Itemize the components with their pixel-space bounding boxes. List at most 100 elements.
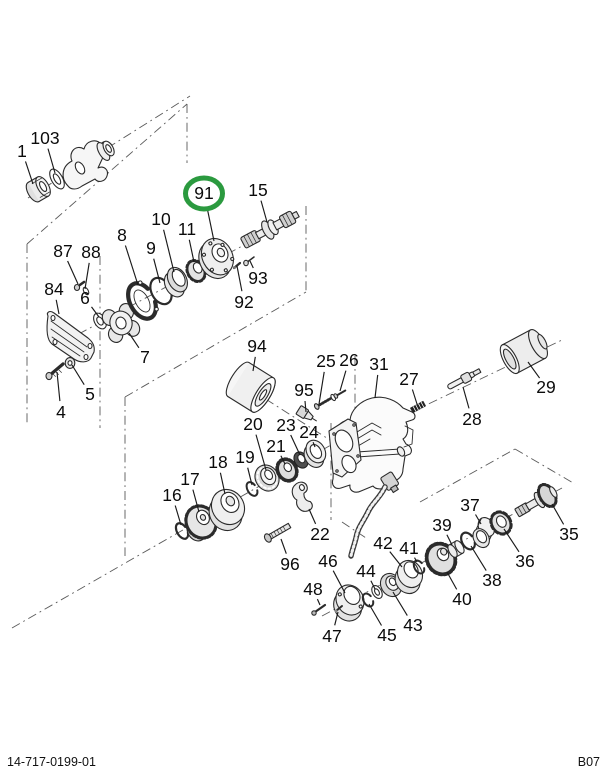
part-88-washer bbox=[82, 286, 90, 296]
part-1-nut bbox=[25, 176, 51, 203]
callout-label-39: 39 bbox=[432, 515, 451, 535]
callout-label-26: 26 bbox=[339, 350, 358, 370]
part-36-bearing bbox=[489, 510, 513, 536]
callout-label-84: 84 bbox=[44, 279, 64, 299]
leader-line bbox=[462, 386, 470, 409]
part-18-drum bbox=[208, 488, 246, 532]
callout-label-11: 11 bbox=[178, 219, 196, 239]
callout-48: 48 bbox=[303, 579, 323, 606]
callout-label-27: 27 bbox=[399, 369, 418, 389]
callout-label-94: 94 bbox=[247, 336, 267, 356]
callout-6: 6 bbox=[80, 288, 100, 318]
callout-11: 11 bbox=[178, 219, 196, 263]
callout-label-47: 47 bbox=[322, 626, 341, 646]
part-47-pin bbox=[334, 605, 343, 613]
leader-line bbox=[389, 551, 403, 568]
callout-87: 87 bbox=[53, 241, 79, 285]
part-48-screw bbox=[311, 603, 327, 616]
callout-label-96: 96 bbox=[280, 554, 299, 574]
callout-label-37: 37 bbox=[460, 495, 479, 515]
part-91-flange bbox=[198, 237, 235, 280]
leader-line bbox=[153, 258, 161, 284]
callout-label-48: 48 bbox=[303, 579, 322, 599]
callout-17: 17 bbox=[180, 469, 200, 513]
callout-39: 39 bbox=[432, 515, 453, 546]
part-103-washer bbox=[49, 168, 65, 190]
leader-line bbox=[304, 400, 307, 413]
leader-line bbox=[124, 245, 139, 286]
part-24-ring bbox=[303, 439, 327, 468]
part-8-retainer bbox=[126, 280, 159, 321]
leader-line bbox=[236, 265, 243, 292]
leader-line bbox=[207, 210, 215, 242]
leader-line bbox=[370, 580, 376, 590]
leader-line bbox=[67, 260, 79, 285]
callout-22: 22 bbox=[308, 508, 330, 544]
part-84-bracket bbox=[46, 311, 95, 363]
callout-label-35: 35 bbox=[559, 524, 578, 544]
leader-line bbox=[475, 514, 482, 525]
part-46-cap bbox=[333, 584, 365, 622]
callout-label-8: 8 bbox=[117, 225, 127, 245]
callout-label-17: 17 bbox=[180, 469, 199, 489]
leader-line bbox=[503, 528, 520, 553]
callout-label-38: 38 bbox=[482, 570, 501, 590]
callout-label-36: 36 bbox=[515, 551, 534, 571]
part-94-cap bbox=[225, 361, 276, 413]
part-26-screw bbox=[330, 389, 347, 402]
leader-line bbox=[411, 389, 418, 405]
callout-label-87: 87 bbox=[53, 241, 72, 261]
callout-8: 8 bbox=[117, 225, 139, 286]
callout-26: 26 bbox=[339, 350, 359, 392]
callout-47: 47 bbox=[322, 611, 342, 646]
figure-number: 14-717-0199-01 bbox=[7, 755, 96, 769]
callout-7: 7 bbox=[128, 332, 150, 367]
callout-88: 88 bbox=[81, 242, 101, 290]
callout-42: 42 bbox=[373, 533, 403, 568]
part-10-bearing bbox=[163, 266, 188, 298]
callout-29: 29 bbox=[527, 361, 556, 397]
part-16-snapring bbox=[174, 522, 190, 540]
part-21-gear bbox=[275, 457, 299, 483]
callout-45: 45 bbox=[368, 603, 397, 645]
callout-label-45: 45 bbox=[377, 625, 396, 645]
part-7-joint bbox=[101, 303, 141, 343]
callout-label-95: 95 bbox=[294, 380, 313, 400]
callout-label-16: 16 bbox=[162, 485, 181, 505]
leader-line bbox=[255, 434, 267, 471]
part-top-ring bbox=[96, 140, 115, 161]
leader-line bbox=[84, 262, 90, 290]
callout-label-21: 21 bbox=[266, 436, 285, 456]
leader-line bbox=[260, 200, 268, 223]
part-39-spacer bbox=[447, 540, 465, 558]
callout-40: 40 bbox=[446, 571, 472, 609]
callout-41: 41 bbox=[399, 538, 419, 563]
callout-94: 94 bbox=[247, 336, 267, 372]
leader-line bbox=[551, 503, 565, 525]
leader-line bbox=[174, 505, 182, 526]
callout-9: 9 bbox=[146, 238, 161, 284]
part-41-snapring bbox=[412, 559, 426, 575]
highlight-ring bbox=[183, 175, 225, 212]
leader-line bbox=[47, 148, 56, 174]
callout-44: 44 bbox=[356, 561, 376, 590]
part-42-drum bbox=[394, 559, 424, 595]
callout-label-42: 42 bbox=[373, 533, 392, 553]
callout-20: 20 bbox=[243, 414, 267, 471]
leader-line bbox=[446, 571, 458, 590]
part-45-snapring bbox=[361, 592, 375, 608]
leader-line bbox=[24, 161, 34, 185]
leader-line bbox=[392, 591, 408, 616]
leader-line bbox=[188, 239, 195, 263]
callout-label-20: 20 bbox=[243, 414, 263, 434]
part-19-snapring bbox=[245, 481, 259, 497]
callout-label-19: 19 bbox=[235, 447, 254, 467]
callout-93: 93 bbox=[248, 260, 268, 288]
leader-line bbox=[374, 374, 379, 399]
part-22-fork bbox=[291, 481, 313, 512]
callout-21: 21 bbox=[266, 436, 286, 465]
callout-label-92: 92 bbox=[234, 292, 253, 312]
callout-27: 27 bbox=[399, 369, 419, 405]
